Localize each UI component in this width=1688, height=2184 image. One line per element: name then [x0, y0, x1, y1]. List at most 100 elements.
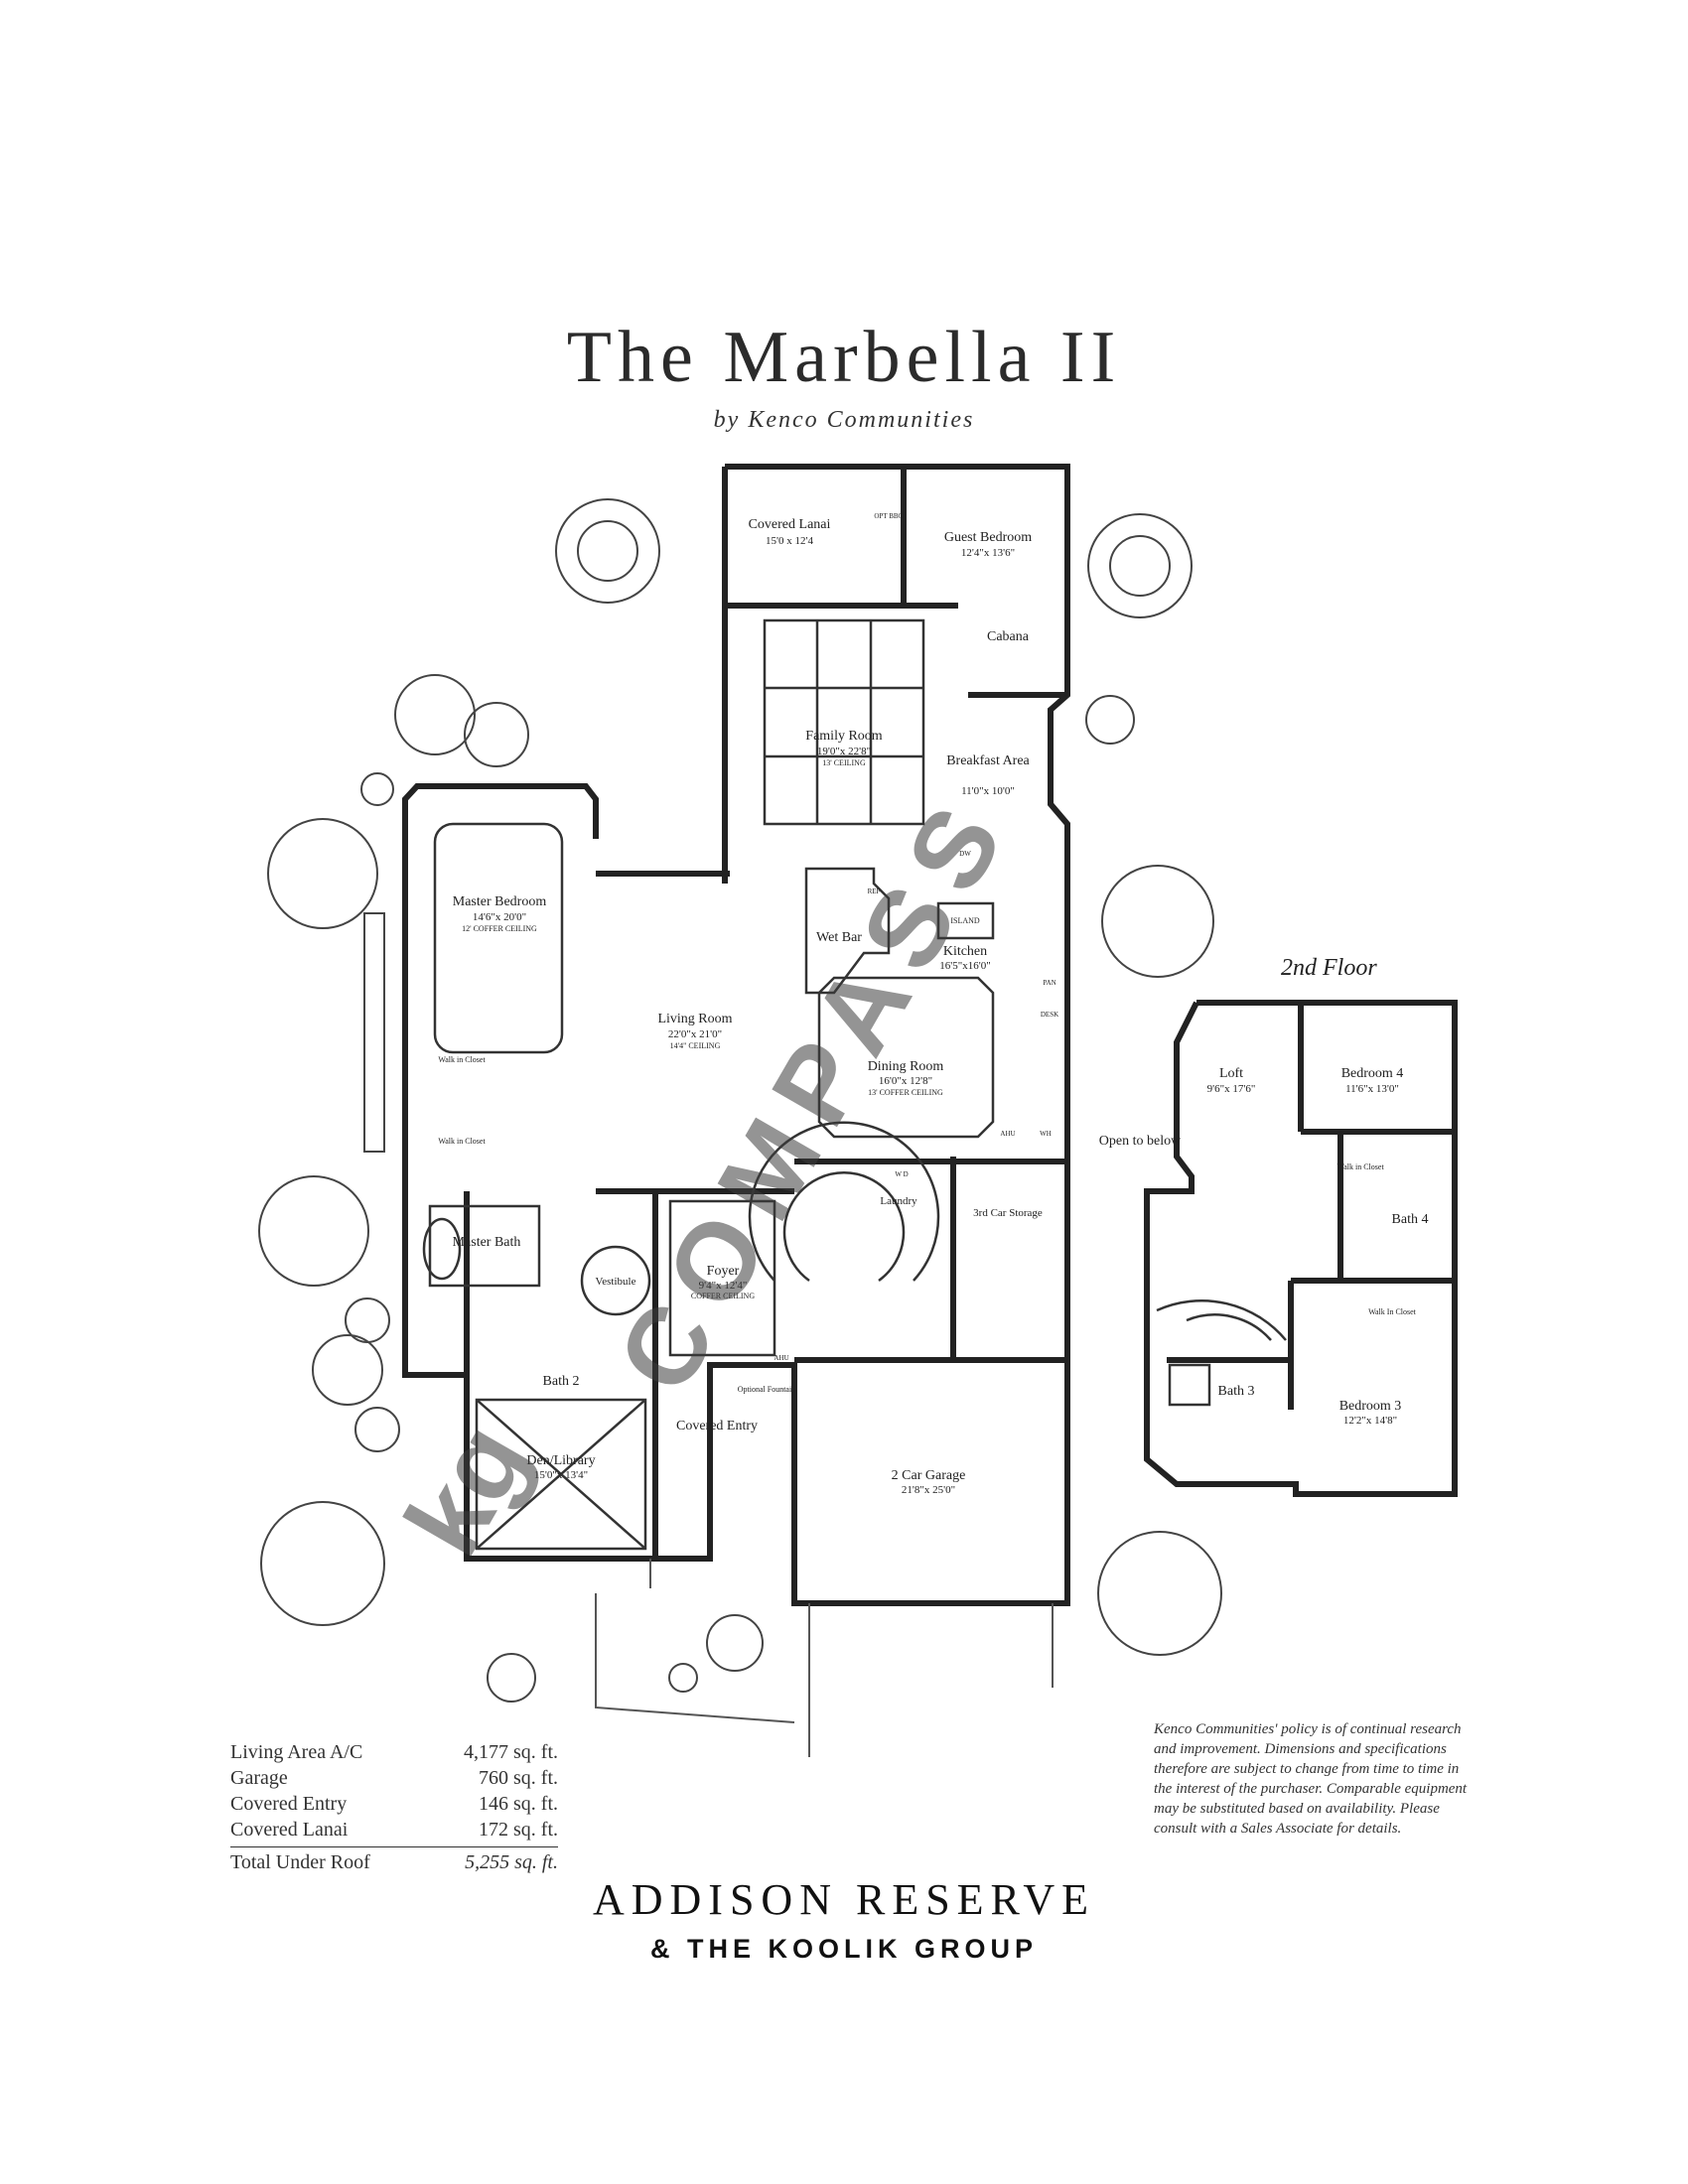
- bedroom-4-dims: 11'6"x 13'0": [1345, 1083, 1399, 1095]
- wh-label: WH: [1040, 1130, 1052, 1138]
- ahu-label: AHU: [1000, 1130, 1015, 1138]
- ref-label: REF: [868, 887, 881, 895]
- loft-label: Loft: [1219, 1066, 1243, 1081]
- bush: [258, 1175, 369, 1287]
- outer-wall: [402, 464, 1070, 1606]
- dining-room-label: Dining Room: [868, 1059, 944, 1074]
- stat-value: 4,177 sq. ft.: [464, 1741, 558, 1763]
- first-floor-walls: [402, 464, 1070, 1606]
- spiral-stair-inner: [782, 1171, 906, 1283]
- garage-dims: 21'8"x 25'0": [902, 1484, 955, 1496]
- walkway: [595, 1593, 795, 1723]
- foyer-label: Foyer: [707, 1264, 740, 1279]
- hedge: [363, 912, 385, 1153]
- master-bath-tub: [428, 1204, 541, 1288]
- stat-total-row: Total Under Roof 5,255 sq. ft.: [230, 1846, 558, 1875]
- ahu2-label: AHU: [774, 1354, 788, 1362]
- total-label: Total Under Roof: [230, 1851, 370, 1873]
- upper-spiral-stair: [1156, 1299, 1287, 1341]
- optional-fountain-label: Optional Fountain: [738, 1385, 795, 1394]
- foyer-note: COFFER CEILING: [691, 1292, 755, 1300]
- stat-row: Living Area A/C 4,177 sq. ft.: [230, 1739, 558, 1765]
- guest-bedroom-dims: 12'4"x 13'6": [961, 547, 1015, 559]
- landscaping: [258, 498, 1222, 1703]
- stat-row: Covered Entry 146 sq. ft.: [230, 1791, 558, 1817]
- bush: [394, 674, 476, 755]
- opt-bbq-label: OPT BBQ: [874, 512, 903, 520]
- interior-outlines: [422, 618, 995, 1551]
- washer-dryer-label: W D: [895, 1170, 908, 1178]
- family-room-dims: 19'0"x 22'8": [817, 746, 871, 757]
- laundry-label: Laundry: [880, 1195, 917, 1207]
- foyer-coffer: [668, 1199, 776, 1357]
- bush: [1101, 865, 1214, 978]
- island-box: [936, 901, 995, 940]
- covered-lanai-dims: 15'0 x 12'4: [766, 535, 813, 547]
- covered-entry-label: Covered Entry: [676, 1419, 758, 1433]
- master-bedroom-note: 12' COFFER CEILING: [462, 924, 537, 933]
- wet-bar-label: Wet Bar: [816, 930, 862, 945]
- second-floor-walls: [1144, 1000, 1458, 1497]
- vestibule-circle: [580, 1245, 651, 1316]
- stat-label: Living Area A/C: [230, 1741, 363, 1763]
- walk-in-closet-2-label: Walk in Closet: [438, 1137, 486, 1146]
- stat-label: Garage: [230, 1767, 288, 1789]
- stat-value: 146 sq. ft.: [479, 1793, 558, 1815]
- total-value: 5,255 sq. ft.: [465, 1851, 558, 1873]
- stat-label: Covered Entry: [230, 1793, 348, 1815]
- upper-spiral-stair-inner: [1186, 1313, 1272, 1341]
- disclaimer-text: Kenco Communities' policy is of continua…: [1154, 1721, 1468, 1837]
- bush: [706, 1614, 764, 1672]
- dw-label: DW: [959, 850, 971, 858]
- stat-label: Covered Lanai: [230, 1819, 349, 1841]
- desk-label: DESK: [1041, 1011, 1058, 1019]
- bush: [1087, 513, 1193, 618]
- tub: [422, 1217, 462, 1281]
- hardscape: [595, 1559, 1054, 1757]
- foyer-dims: 9'4"x 12'4": [699, 1280, 748, 1292]
- master-bedroom-coffer: [433, 822, 564, 1054]
- fixture-labels: REF DW PAN DESK AHU WH AHU OPT BBQ W D: [774, 512, 1058, 1362]
- bush: [1085, 695, 1135, 745]
- dining-room-note: 13' COFFER CEILING: [868, 1088, 943, 1097]
- area-stats-table: Living Area A/C 4,177 sq. ft. Garage 760 s…: [230, 1739, 558, 1875]
- second-floor-label: 2nd Floor: [1281, 955, 1377, 981]
- bath-3-label: Bath 3: [1218, 1384, 1255, 1399]
- dining-coffer: [817, 976, 995, 1139]
- walk-in-closet-1-label: Walk in Closet: [438, 1055, 486, 1064]
- kitchen-dims: 16'5"x16'0": [939, 960, 990, 972]
- walk-in-closet-4-label: Walk In Closet: [1368, 1307, 1417, 1316]
- family-room-note: 13' CEILING: [822, 758, 866, 767]
- bush: [1097, 1531, 1222, 1656]
- living-room-label: Living Room: [657, 1012, 732, 1026]
- master-bedroom-dims: 14'6"x 20'0": [473, 911, 526, 923]
- brand-name: ADDISON RESERVE: [592, 1875, 1096, 1924]
- bush: [577, 520, 638, 582]
- cabana-label: Cabana: [987, 629, 1030, 644]
- bush: [354, 1407, 400, 1452]
- vestibule-label: Vestibule: [596, 1276, 636, 1288]
- bedroom-3-dims: 12'2"x 14'8": [1343, 1415, 1397, 1427]
- bath-4-label: Bath 4: [1392, 1212, 1429, 1227]
- bush: [668, 1663, 698, 1693]
- bush: [464, 702, 529, 767]
- tub-3: [1168, 1363, 1211, 1407]
- bush: [1109, 535, 1171, 597]
- garage-label: 2 Car Garage: [892, 1468, 966, 1483]
- loft-dims: 9'6"x 17'6": [1207, 1083, 1256, 1095]
- spiral-stair: [748, 1121, 940, 1282]
- guest-bedroom-label: Guest Bedroom: [944, 530, 1032, 545]
- open-to-below-label: Open to below: [1099, 1134, 1182, 1149]
- room-labels: Covered Lanai 15'0 x 12'4 Guest Bedroom …: [438, 517, 1428, 1496]
- breakfast-area-label: Breakfast Area: [946, 753, 1030, 768]
- second-floor-details: [1156, 1299, 1287, 1407]
- den-library-label: Den/Library: [526, 1453, 595, 1468]
- plan-subtitle: by Kenco Communities: [713, 407, 975, 433]
- den-coffer: [475, 1398, 647, 1551]
- bedroom-3-label: Bedroom 3: [1339, 1399, 1402, 1414]
- den-library-dims: 15'0"x 13'4": [534, 1469, 588, 1481]
- stat-value: 760 sq. ft.: [479, 1767, 558, 1789]
- storage-label: 3rd Car Storage: [973, 1207, 1043, 1219]
